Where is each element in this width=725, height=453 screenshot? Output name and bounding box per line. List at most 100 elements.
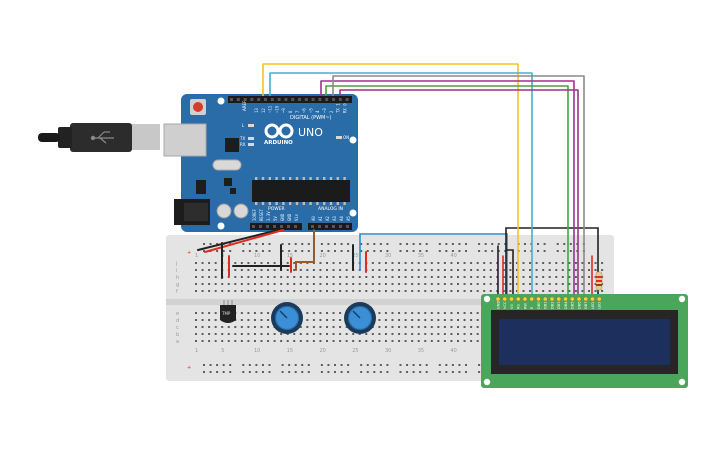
wire-a0-to-sensor[interactable] <box>295 229 315 271</box>
rail-hole[interactable] <box>242 243 245 245</box>
header-hole[interactable] <box>277 98 281 101</box>
terminal-hole[interactable] <box>286 283 289 285</box>
terminal-hole[interactable] <box>483 262 486 264</box>
rail-hole[interactable] <box>438 364 441 366</box>
terminal-hole[interactable] <box>201 269 204 271</box>
terminal-hole[interactable] <box>299 333 302 335</box>
header-hole[interactable] <box>230 98 233 101</box>
terminal-hole[interactable] <box>221 283 224 285</box>
terminal-hole[interactable] <box>332 326 335 328</box>
terminal-hole[interactable] <box>299 276 302 278</box>
rail-hole[interactable] <box>248 243 251 245</box>
terminal-hole[interactable] <box>568 276 571 278</box>
rail-hole[interactable] <box>307 364 310 366</box>
terminal-hole[interactable] <box>574 276 577 278</box>
terminal-hole[interactable] <box>555 276 558 278</box>
terminal-hole[interactable] <box>457 326 459 328</box>
wire-pin2-to-db7[interactable] <box>339 89 579 296</box>
terminal-hole[interactable] <box>411 262 414 264</box>
terminal-hole[interactable] <box>588 290 590 292</box>
terminal-hole[interactable] <box>398 319 401 321</box>
rail-hole[interactable] <box>543 243 546 245</box>
terminal-hole[interactable] <box>208 340 211 342</box>
rail-hole[interactable] <box>543 250 546 252</box>
rail-hole[interactable] <box>255 364 258 366</box>
terminal-hole[interactable] <box>312 269 315 271</box>
rail-hole[interactable] <box>438 371 441 373</box>
terminal-hole[interactable] <box>384 326 387 328</box>
rail-hole[interactable] <box>386 371 389 373</box>
rail-hole[interactable] <box>458 371 461 373</box>
terminal-hole[interactable] <box>417 326 420 328</box>
header-hole[interactable] <box>325 98 329 101</box>
usb-b-port[interactable] <box>163 123 207 157</box>
terminal-hole[interactable] <box>312 319 315 321</box>
terminal-hole[interactable] <box>280 276 283 278</box>
terminal-hole[interactable] <box>404 326 407 328</box>
terminal-hole[interactable] <box>535 283 538 285</box>
rail-hole[interactable] <box>261 371 264 373</box>
terminal-hole[interactable] <box>365 333 368 335</box>
terminal-hole[interactable] <box>450 333 453 335</box>
terminal-hole[interactable] <box>430 262 433 264</box>
rail-hole[interactable] <box>425 371 428 373</box>
rail-hole[interactable] <box>484 250 487 252</box>
terminal-hole[interactable] <box>489 276 492 278</box>
rail-hole[interactable] <box>347 371 350 373</box>
header-hole[interactable] <box>345 98 349 101</box>
terminal-hole[interactable] <box>201 276 204 278</box>
terminal-hole[interactable] <box>339 269 342 271</box>
terminal-hole[interactable] <box>260 283 263 285</box>
terminal-hole[interactable] <box>247 269 250 271</box>
terminal-hole[interactable] <box>430 340 433 342</box>
terminal-hole[interactable] <box>345 340 348 342</box>
terminal-hole[interactable] <box>437 340 440 342</box>
header-hole[interactable] <box>266 225 269 228</box>
terminal-hole[interactable] <box>195 290 197 292</box>
rail-hole[interactable] <box>307 243 310 245</box>
terminal-hole[interactable] <box>286 269 289 271</box>
rail-hole[interactable] <box>248 250 251 252</box>
terminal-hole[interactable] <box>267 276 270 278</box>
terminal-hole[interactable] <box>299 290 302 292</box>
terminal-hole[interactable] <box>463 262 466 264</box>
terminal-hole[interactable] <box>391 283 394 285</box>
terminal-hole[interactable] <box>221 340 224 342</box>
terminal-hole[interactable] <box>457 283 459 285</box>
terminal-hole[interactable] <box>273 262 276 264</box>
terminal-hole[interactable] <box>443 283 446 285</box>
terminal-hole[interactable] <box>299 326 302 328</box>
terminal-hole[interactable] <box>208 333 211 335</box>
header-hole[interactable] <box>280 225 283 228</box>
terminal-hole[interactable] <box>437 290 440 292</box>
wire-pin3-to-db6[interactable] <box>332 75 585 296</box>
terminal-hole[interactable] <box>214 283 217 285</box>
terminal-hole[interactable] <box>542 262 545 264</box>
terminal-hole[interactable] <box>214 312 217 314</box>
terminal-hole[interactable] <box>240 326 243 328</box>
terminal-hole[interactable] <box>267 340 270 342</box>
terminal-hole[interactable] <box>561 283 564 285</box>
terminal-hole[interactable] <box>208 283 211 285</box>
wire-pin12-to-rs[interactable] <box>262 63 519 296</box>
terminal-hole[interactable] <box>588 276 590 278</box>
terminal-hole[interactable] <box>522 269 525 271</box>
terminal-hole[interactable] <box>443 340 446 342</box>
lcd-pin[interactable] <box>515 296 521 302</box>
rail-hole[interactable] <box>386 250 389 252</box>
terminal-hole[interactable] <box>384 319 387 321</box>
terminal-hole[interactable] <box>443 269 446 271</box>
terminal-hole[interactable] <box>195 262 197 264</box>
terminal-hole[interactable] <box>253 262 256 264</box>
rail-hole[interactable] <box>379 371 382 373</box>
rail-hole[interactable] <box>399 243 402 245</box>
rail-hole[interactable] <box>366 371 369 373</box>
terminal-hole[interactable] <box>424 262 427 264</box>
terminal-hole[interactable] <box>561 269 564 271</box>
terminal-hole[interactable] <box>312 333 315 335</box>
terminal-hole[interactable] <box>450 290 453 292</box>
lcd-pin[interactable] <box>576 296 582 302</box>
terminal-hole[interactable] <box>214 340 217 342</box>
terminal-hole[interactable] <box>384 290 387 292</box>
terminal-hole[interactable] <box>443 312 446 314</box>
